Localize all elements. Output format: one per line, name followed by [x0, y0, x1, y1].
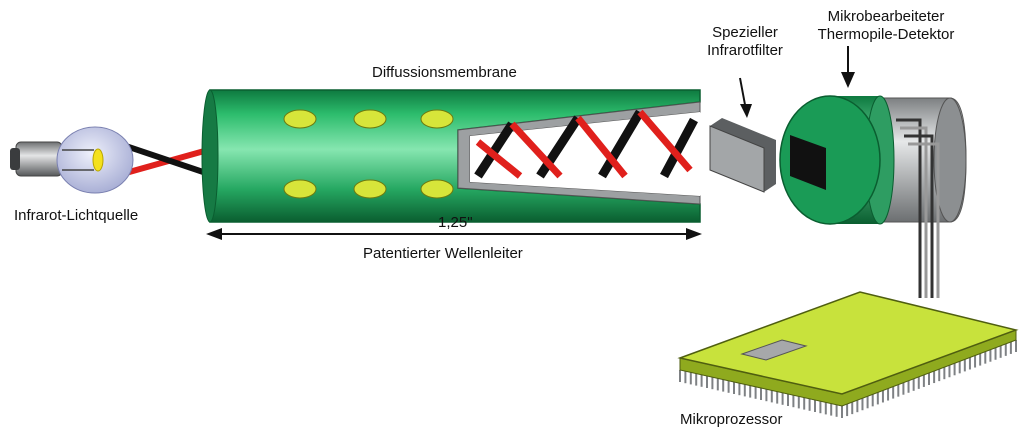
length-dimension-arrow [206, 228, 702, 240]
filter-label-line2: Infrarotfilter [707, 42, 783, 59]
microprocessor-chip [677, 291, 1019, 418]
internal-reflection-wires [474, 109, 698, 179]
length-label: 1,25" [438, 214, 473, 231]
chip-pins [679, 340, 1017, 418]
detector-leads [896, 118, 940, 298]
light-source-label: Infrarot-Lichtquelle [14, 207, 139, 224]
waveguide-tube [201, 89, 701, 223]
infrared-light-source [10, 126, 216, 194]
thermopile-detector [779, 46, 967, 298]
detector-label-line2: Thermopile-Detektor [817, 26, 955, 43]
waveguide-label: Patentierter Wellenleiter [363, 245, 523, 262]
filter-label-line1: Spezieller [712, 24, 778, 41]
membrane-label: Diffussionsmembrane [372, 64, 517, 81]
detector-label-line1: Mikrobearbeiteter [827, 8, 945, 25]
diffusion-holes [283, 109, 454, 199]
processor-label: Mikroprozessor [680, 411, 783, 428]
infrared-filter [709, 77, 776, 193]
